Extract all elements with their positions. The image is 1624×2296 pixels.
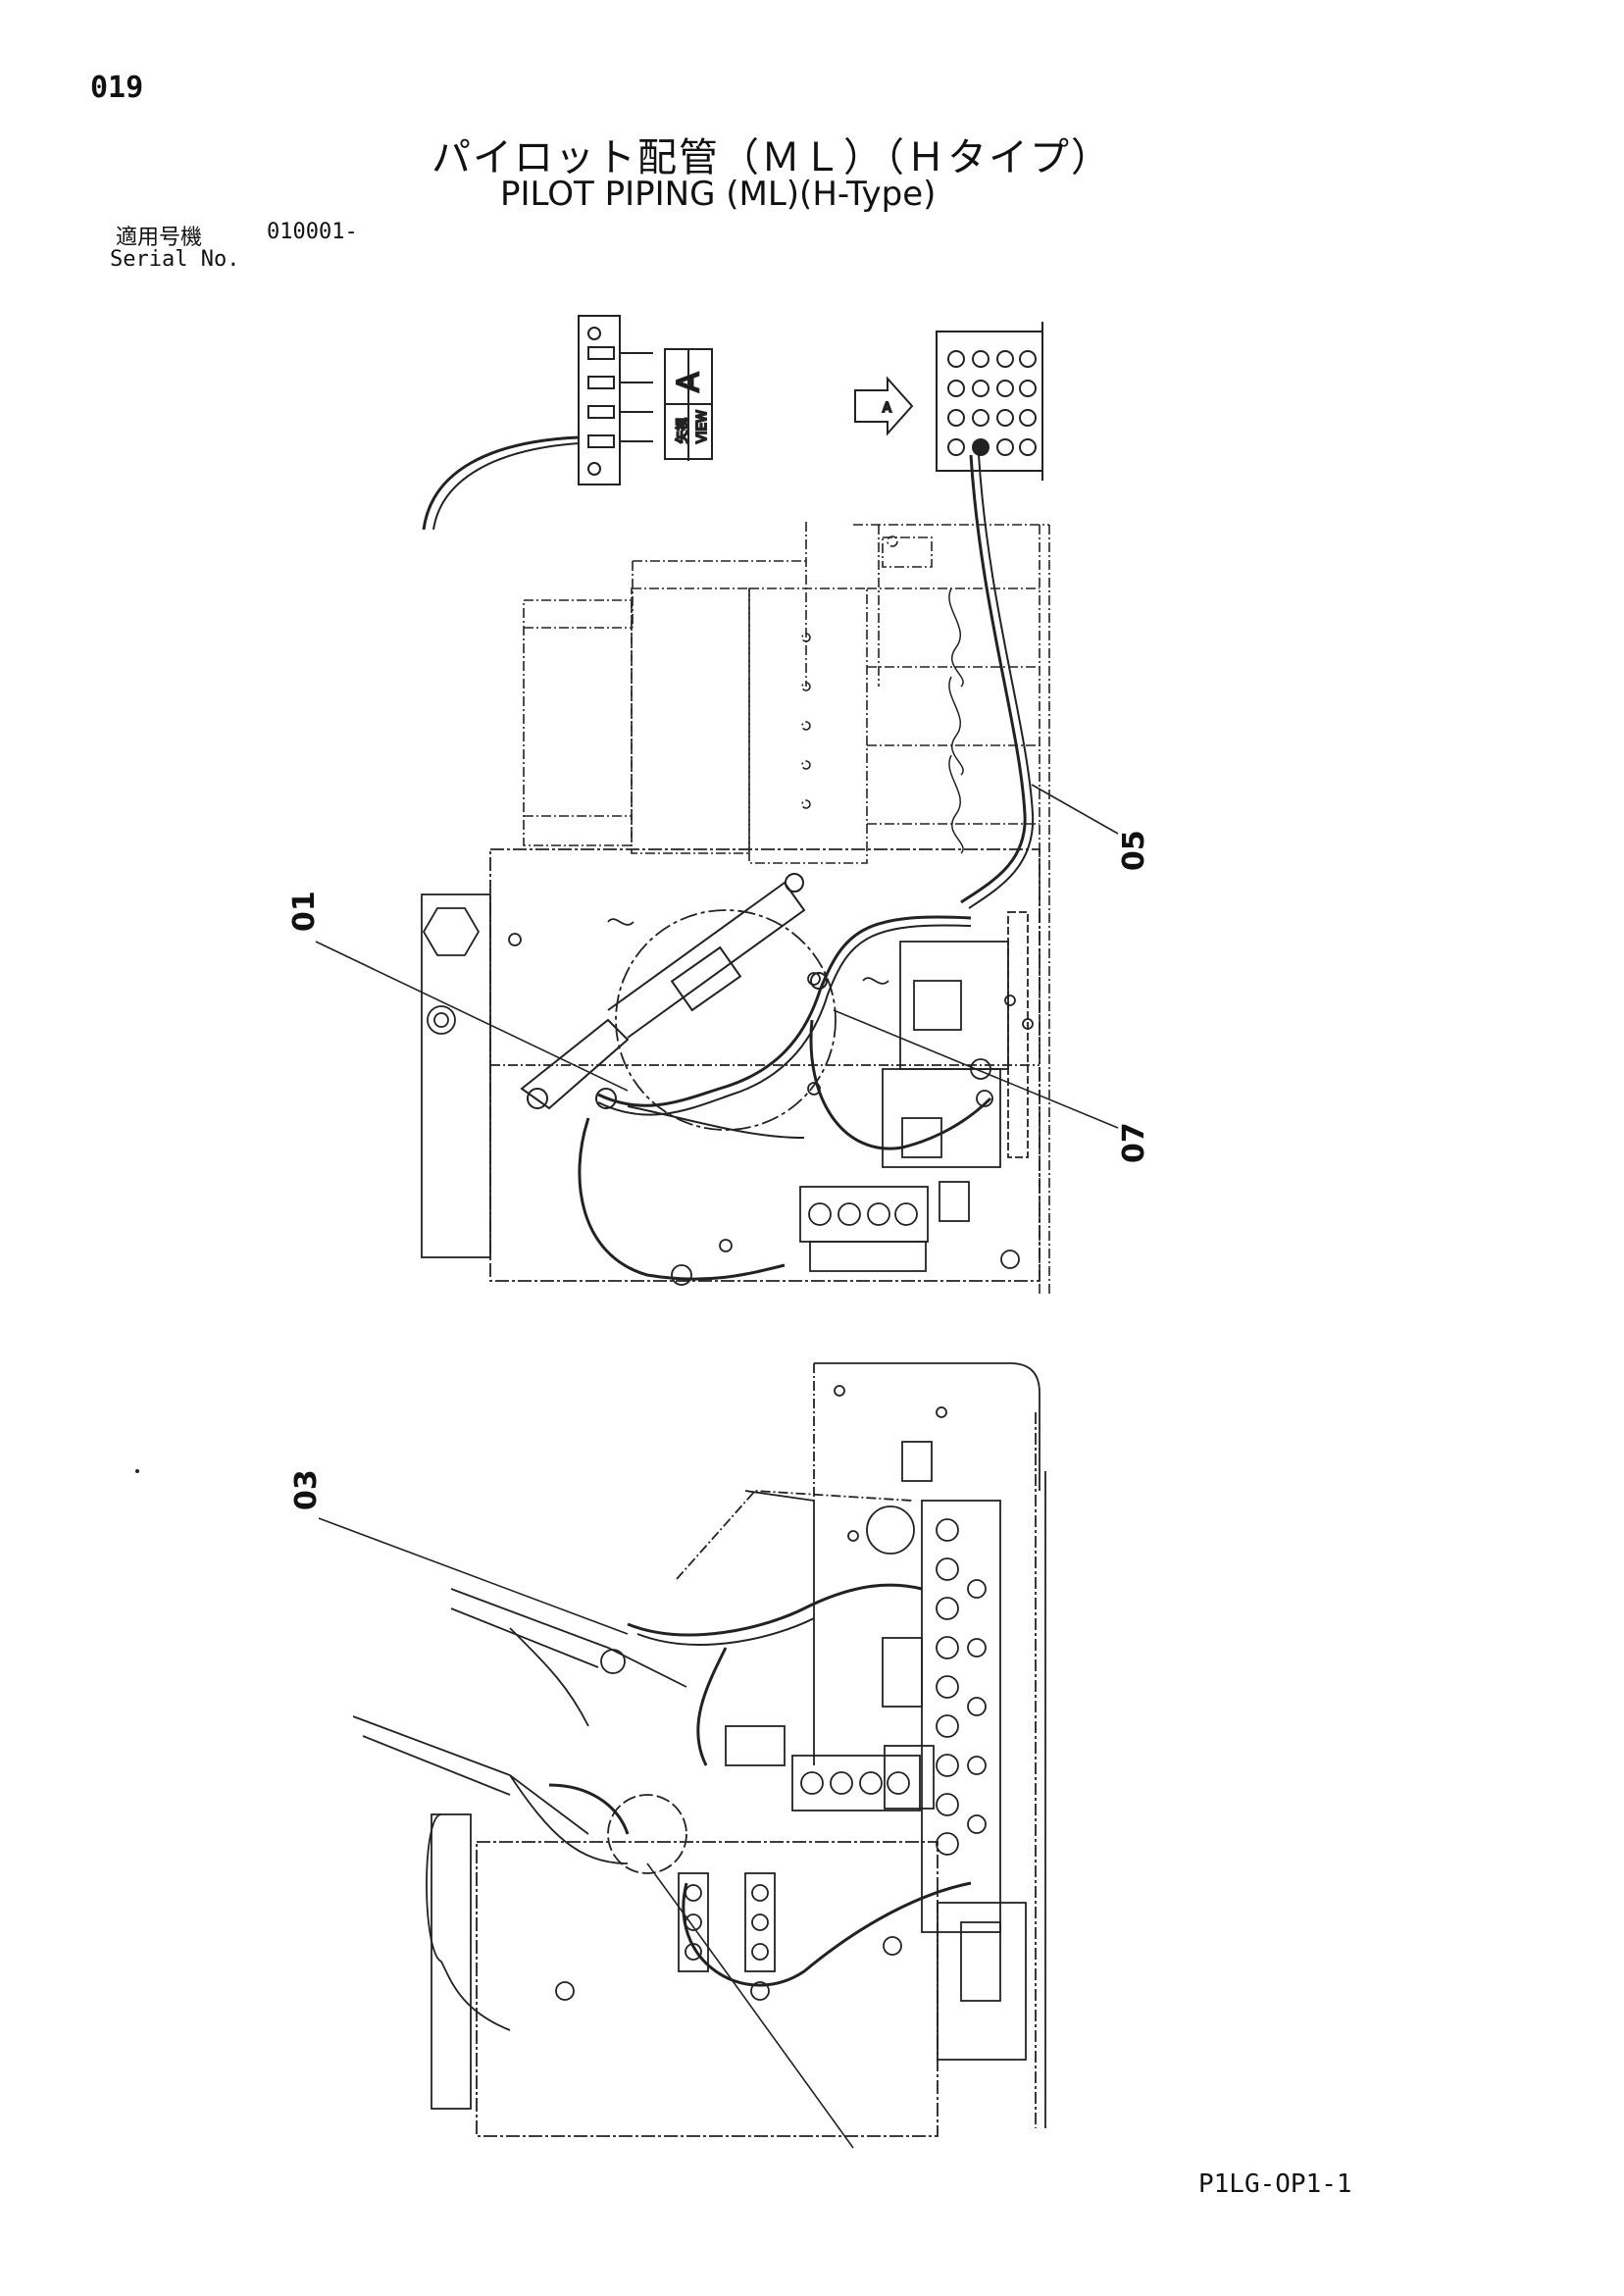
upper-frame-structure [523,522,1050,1295]
lower-valve-stack [882,1500,1001,1933]
pilot-hoses-upper [578,915,992,1281]
view-a-jp-label: 矢視 [676,418,690,443]
view-a-port-block [936,322,1043,909]
page-number: 019 [90,71,144,105]
view-a-en-label: VIEW [695,410,710,443]
view-a-arrow-letter: A [883,401,891,416]
lower-valve-row [725,1725,921,1811]
actuator-cylinder [520,873,806,1110]
callout-07: 07 [833,1009,1151,1163]
hydraulic-tank-lower [426,1813,1027,2137]
callout-03-label: 03 [289,1469,324,1510]
callout-03: 03 [289,1469,629,1635]
lower-boom-arm [352,1588,687,1874]
view-a-letter: A [672,372,706,392]
serial-label-japanese: 適用号機 [116,226,203,250]
callout-01-label: 01 [287,891,322,932]
pilot-hoses-lower [548,1583,972,2149]
view-a-manifold-block [422,315,653,531]
callout-05: 05 [1031,784,1151,871]
upper-wavy-lines [948,587,964,854]
lower-frame-structure [676,1362,1046,2128]
view-a-label: A 矢視 VIEW [664,348,713,461]
title-japanese: パイロット配管（ＭＬ）（Ｈタイプ） [431,135,1112,180]
serial-label-english: Serial No. [110,247,240,272]
drawing-code: P1LG-OP1-1 [1198,2169,1352,2199]
callout-01: 01 [287,891,629,1092]
stray-dot [135,1469,139,1473]
callout-05-label: 05 [1117,830,1151,871]
hydraulic-tank-upper [421,848,1040,1282]
serial-range: 010001- [267,220,358,244]
title-english: PILOT PIPING (ML)(H-Type) [500,175,937,214]
control-valve-block [882,911,1034,1269]
callout-07-label: 07 [1117,1122,1151,1163]
view-a-arrow: A [854,376,914,436]
upper-valve-row [671,1186,929,1286]
